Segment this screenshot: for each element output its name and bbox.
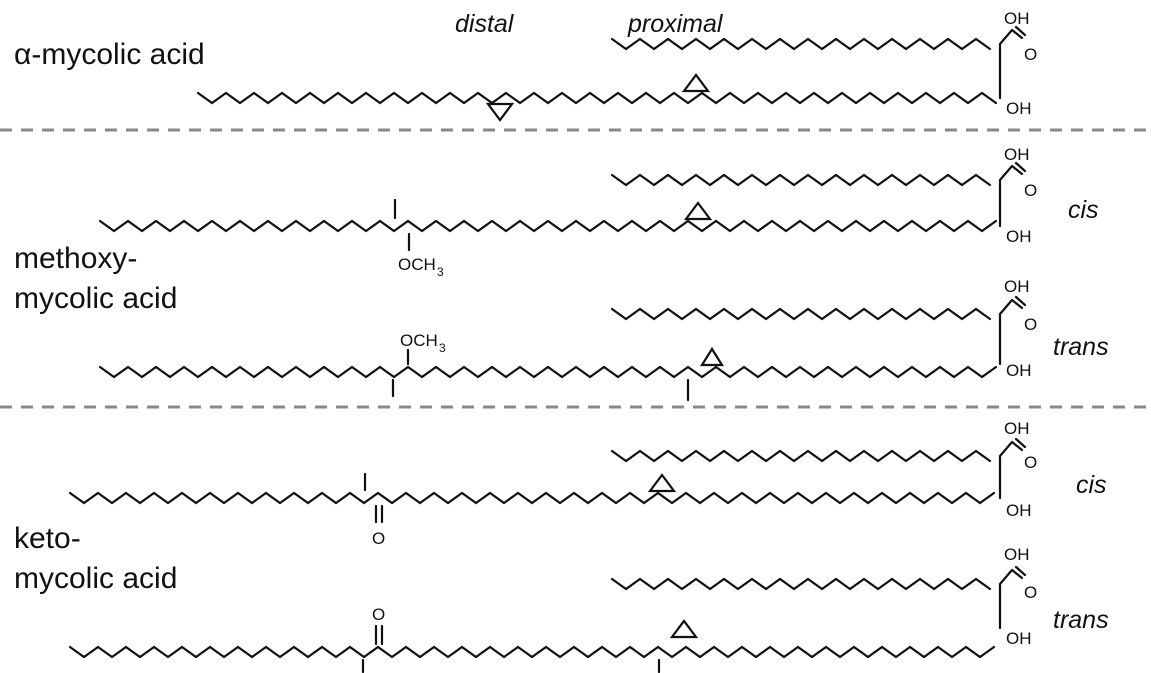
alpha-upper-chain (610, 37, 992, 51)
keto-trans-acid-head: OH O OH (998, 545, 1037, 648)
keto-cis-label: cis (1076, 471, 1107, 499)
keto-cis-upper-chain (610, 449, 992, 463)
keto-cis-carbonyl-o: O (372, 529, 385, 548)
methoxy-trans-main-chain (98, 365, 998, 379)
methoxy-cis-oh-top: OH (1004, 145, 1030, 164)
methoxy-cis-och3-subscript: 3 (437, 265, 444, 279)
alpha-distal-cyclopropane (485, 102, 515, 122)
methoxy-trans-oh-top: OH (1004, 277, 1030, 296)
keto-cis-carbonyl-bond (374, 504, 384, 524)
keto-trans-carbonyl-o: O (372, 605, 385, 624)
methoxy-cis-upper-chain (610, 173, 992, 187)
keto-cis-cyclopropane (647, 473, 677, 493)
methoxy-trans-oh-bottom: OH (1006, 361, 1032, 380)
methoxy-cis-acid-head: OH O OH (998, 145, 1037, 246)
methoxy-trans-upper-chain (610, 307, 992, 321)
keto-cis-oh-top: OH (1004, 419, 1030, 438)
methoxy-trans-cyclopropane (700, 346, 724, 367)
keto-cis-oh-bottom: OH (1006, 501, 1032, 520)
keto-cis-main-chain (68, 491, 996, 505)
alpha-oh-top: OH (1004, 9, 1030, 28)
methoxy-trans-carbonyl-o: O (1024, 315, 1037, 334)
proximal-label: proximal (627, 10, 724, 38)
methoxy-cis-och3-text: OCH (398, 255, 436, 274)
methoxy-cis-label: cis (1068, 196, 1099, 224)
methoxy-trans-och3-text: OCH (400, 331, 438, 350)
alpha-acid-head: OH O OH (998, 9, 1037, 118)
alpha-proximal-cyclopropane (681, 73, 711, 93)
methoxy-cis-carbonyl-o: O (1024, 181, 1037, 200)
alpha-carbonyl-o: O (1024, 45, 1037, 64)
methoxy-cis-oh-bottom: OH (1006, 227, 1032, 246)
methoxy-cis-cyclopropane (683, 201, 713, 221)
keto-trans-upper-chain (610, 577, 992, 591)
methoxy-trans-och3: OCH 3 (400, 331, 446, 355)
distal-label: distal (455, 10, 515, 38)
keto-cis-acid-head: OH O OH (998, 419, 1037, 520)
keto-cis-carbonyl-o-acid: O (1024, 453, 1037, 472)
keto-mycolic-acid-label-line1: keto- (14, 522, 81, 555)
alpha-mycolic-acid-label: α-mycolic acid (14, 38, 205, 71)
methoxy-cis-main-chain (98, 219, 998, 233)
methoxy-trans-och3-subscript: 3 (439, 341, 446, 355)
alpha-oh-bottom: OH (1006, 99, 1032, 118)
keto-trans-label: trans (1053, 606, 1109, 634)
keto-trans-carbonyl-o-acid: O (1024, 583, 1037, 602)
keto-trans-cyclopropane (669, 619, 699, 639)
keto-mycolic-acid-label-line2: mycolic acid (14, 562, 177, 595)
methoxy-mycolic-acid-label-line1: methoxy- (14, 242, 137, 275)
keto-trans-main-chain (68, 645, 996, 659)
keto-trans-oh-bottom: OH (1006, 629, 1032, 648)
methoxy-trans-acid-head: OH O OH (998, 277, 1037, 380)
keto-trans-oh-top: OH (1004, 545, 1030, 564)
methoxy-mycolic-acid-label-line2: mycolic acid (14, 282, 177, 315)
keto-trans-carbonyl-bond (374, 624, 384, 646)
methoxy-trans-label: trans (1053, 333, 1109, 361)
methoxy-cis-och3: OCH 3 (398, 255, 444, 279)
alpha-main-chain (196, 91, 998, 105)
